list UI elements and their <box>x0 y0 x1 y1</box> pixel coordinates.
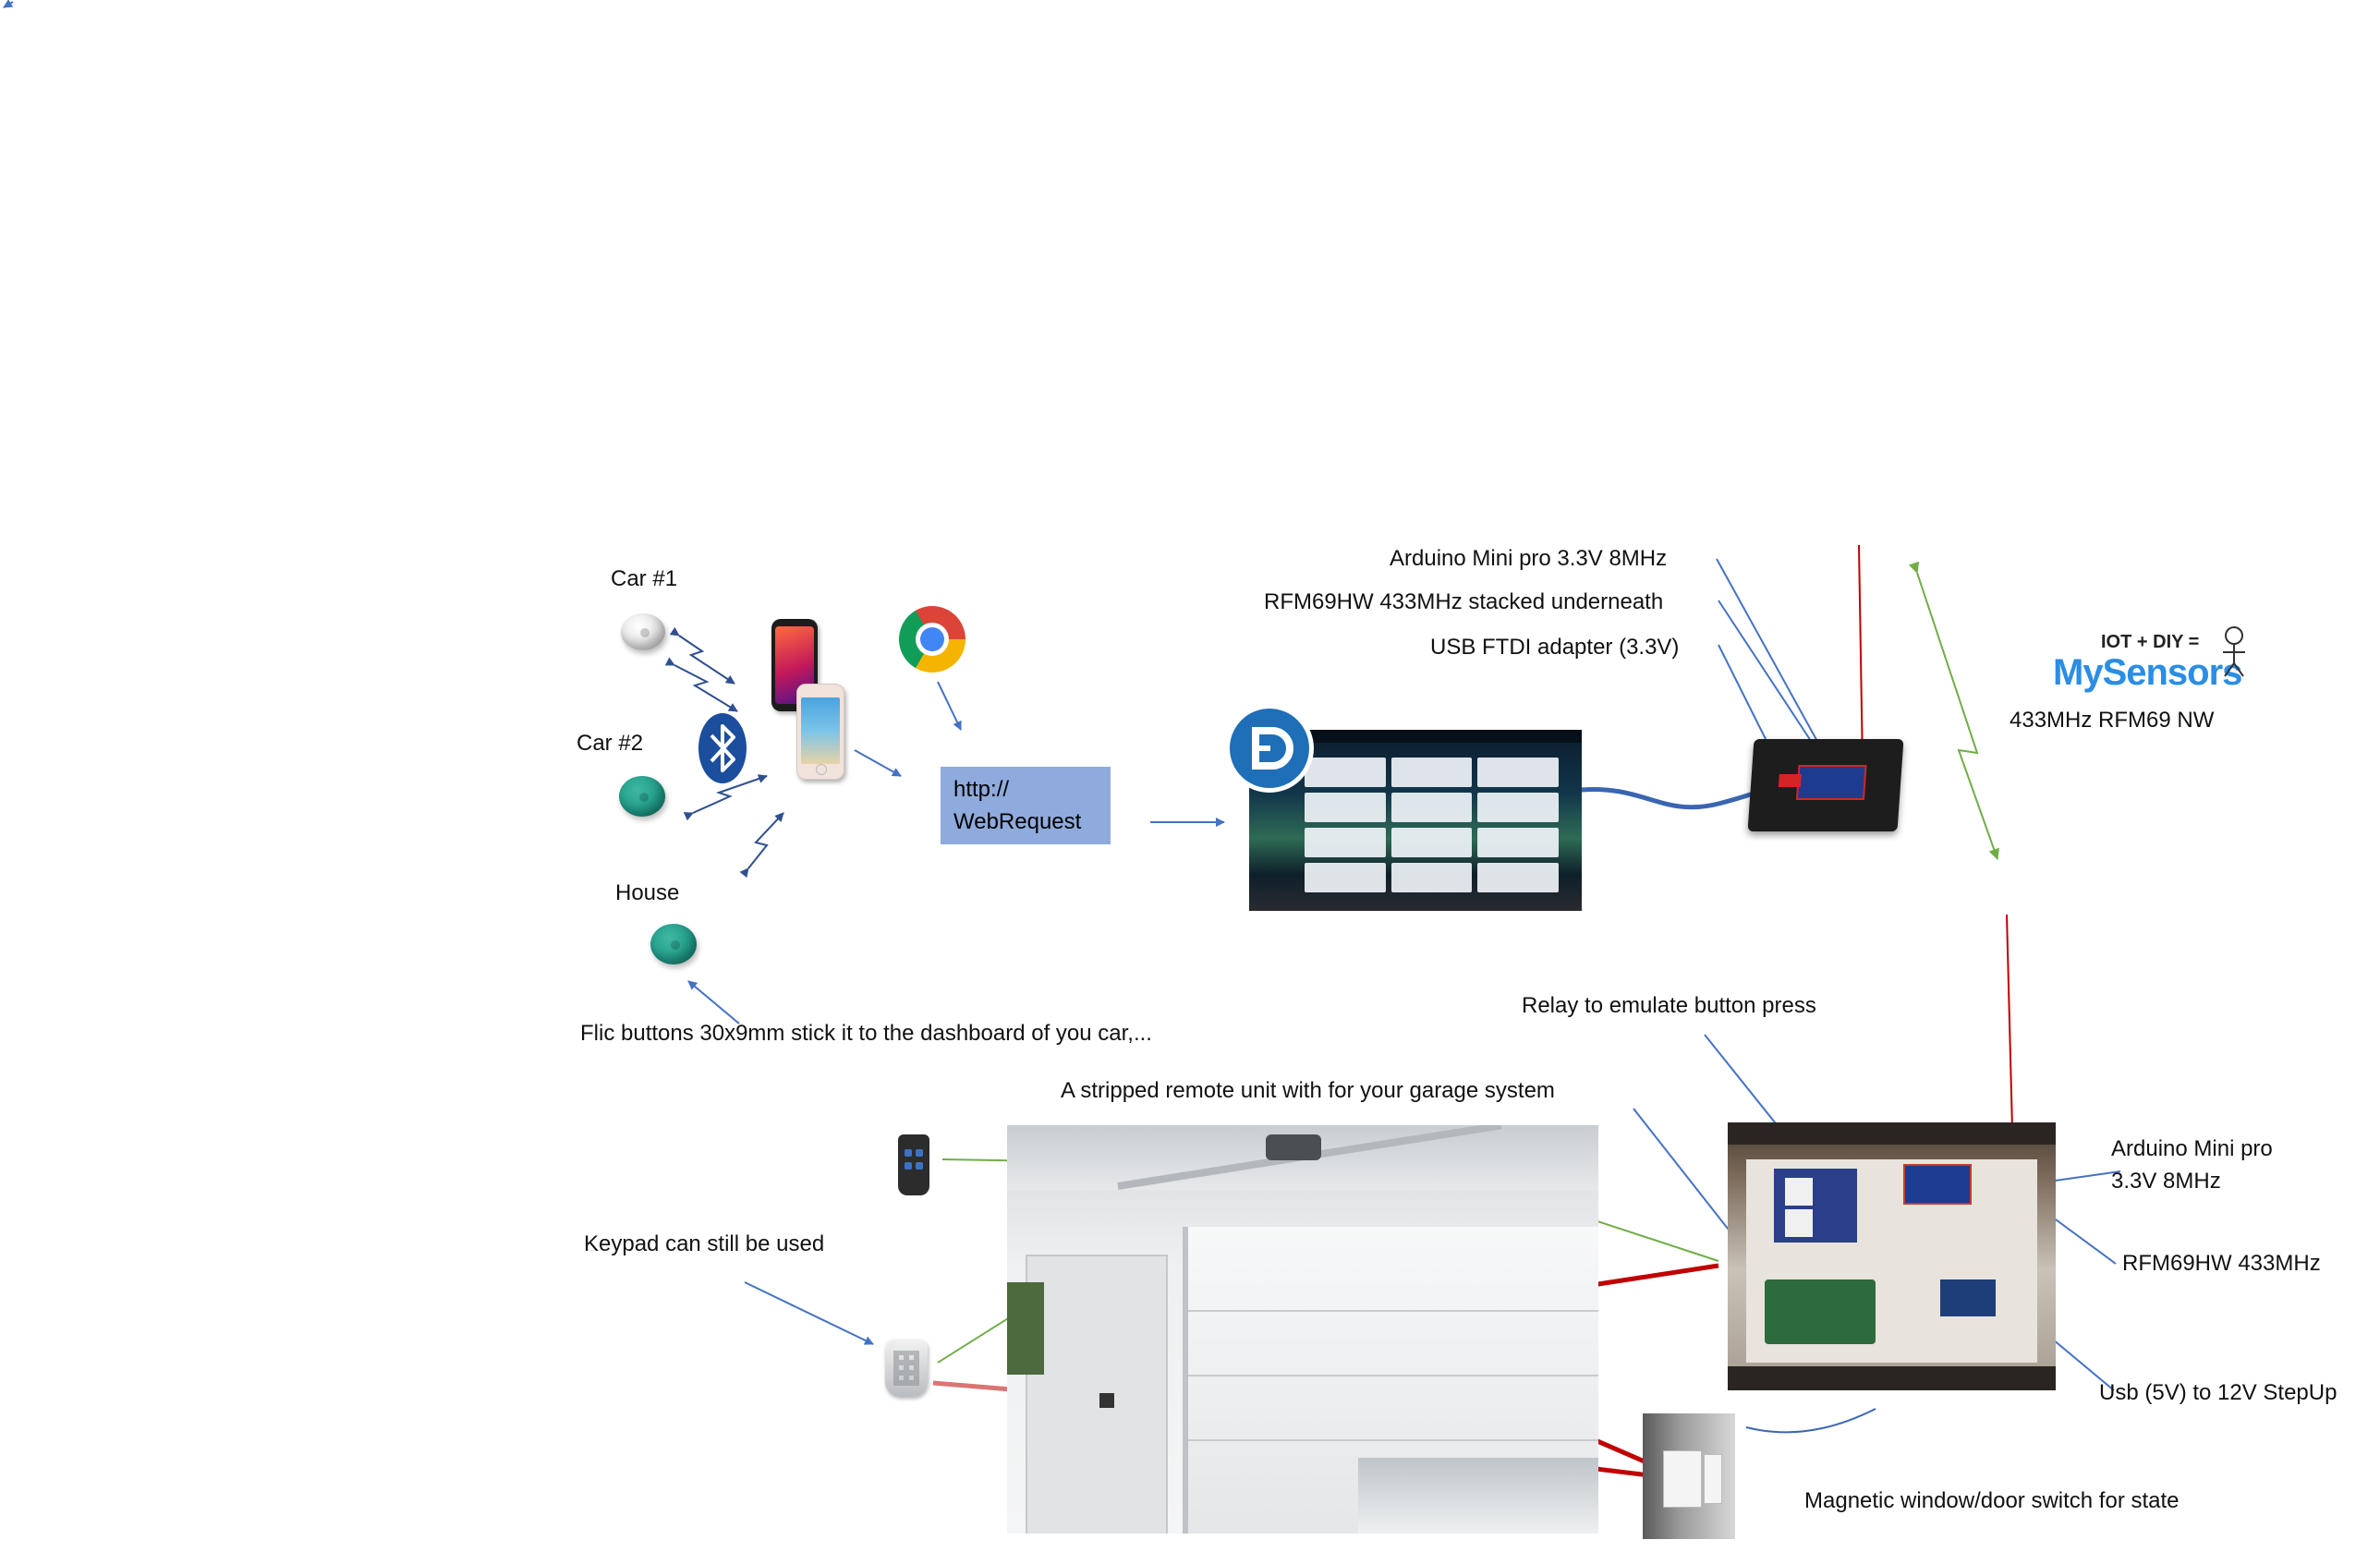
flic-button-house <box>650 924 697 964</box>
corner-arrow <box>3 0 14 8</box>
label-car1: Car #1 <box>611 566 678 591</box>
label-node-arduino-line2: 3.3V 8MHz <box>2111 1169 2221 1194</box>
label-keypad: Keypad can still be used <box>584 1231 825 1256</box>
label-stepup: Usb (5V) to 12V StepUp <box>2099 1380 2338 1405</box>
antenna-wires <box>1858 544 2013 1130</box>
bluetooth-icon <box>698 713 747 783</box>
label-magnetic: Magnetic window/door switch for state <box>1804 1488 2180 1513</box>
gateway-enclosure <box>1747 739 1904 831</box>
sensor-cable <box>1745 1408 1876 1434</box>
mysensors-mascot-icon <box>2223 626 2245 677</box>
label-relay: Relay to emulate button press <box>1522 993 1816 1018</box>
chrome-browser-icon <box>899 606 965 673</box>
label-node-rfm: RFM69HW 433MHz <box>2122 1251 2321 1276</box>
webrequest-line1: http:// <box>953 777 1010 802</box>
label-gateway-arduino: Arduino Mini pro 3.3V 8MHz <box>1390 546 1668 571</box>
webrequest-box: http:// WebRequest <box>941 767 1111 844</box>
magnetic-switch-photo <box>1643 1413 1735 1539</box>
mysensors-wordmark: MySensors <box>2053 652 2242 693</box>
domoticz-logo <box>1225 704 1314 793</box>
bluetooth-links <box>664 626 784 879</box>
garage-interior-image <box>1007 1125 1598 1534</box>
label-house: House <box>615 880 680 905</box>
flic-button-car1 <box>621 613 665 650</box>
mysensors-tagline: IOT + DIY = <box>2101 632 2200 652</box>
label-flic-note: Flic buttons 30x9mm stick it to the dash… <box>580 1021 1152 1046</box>
label-car2: Car #2 <box>577 731 644 756</box>
iphone <box>796 684 844 780</box>
keypad-icon <box>885 1340 928 1397</box>
label-node-arduino-line1: Arduino Mini pro <box>2111 1136 2273 1161</box>
flic-button-car2 <box>619 776 665 817</box>
label-gateway-usb: USB FTDI adapter (3.3V) <box>1430 635 1680 660</box>
label-network: 433MHz RFM69 NW <box>2010 708 2215 733</box>
webrequest-line2: WebRequest <box>953 808 1082 834</box>
domoticz-dashboard-screenshot <box>1249 730 1582 911</box>
mysensors-logo: IOT + DIY = MySensors <box>2049 624 2252 698</box>
relay-node-photo <box>1728 1122 2056 1390</box>
label-remote-unit: A stripped remote unit with for your gar… <box>1061 1078 1555 1103</box>
garage-remote-icon <box>898 1134 929 1195</box>
label-gateway-rfm: RFM69HW 433MHz stacked underneath <box>1264 589 1664 614</box>
